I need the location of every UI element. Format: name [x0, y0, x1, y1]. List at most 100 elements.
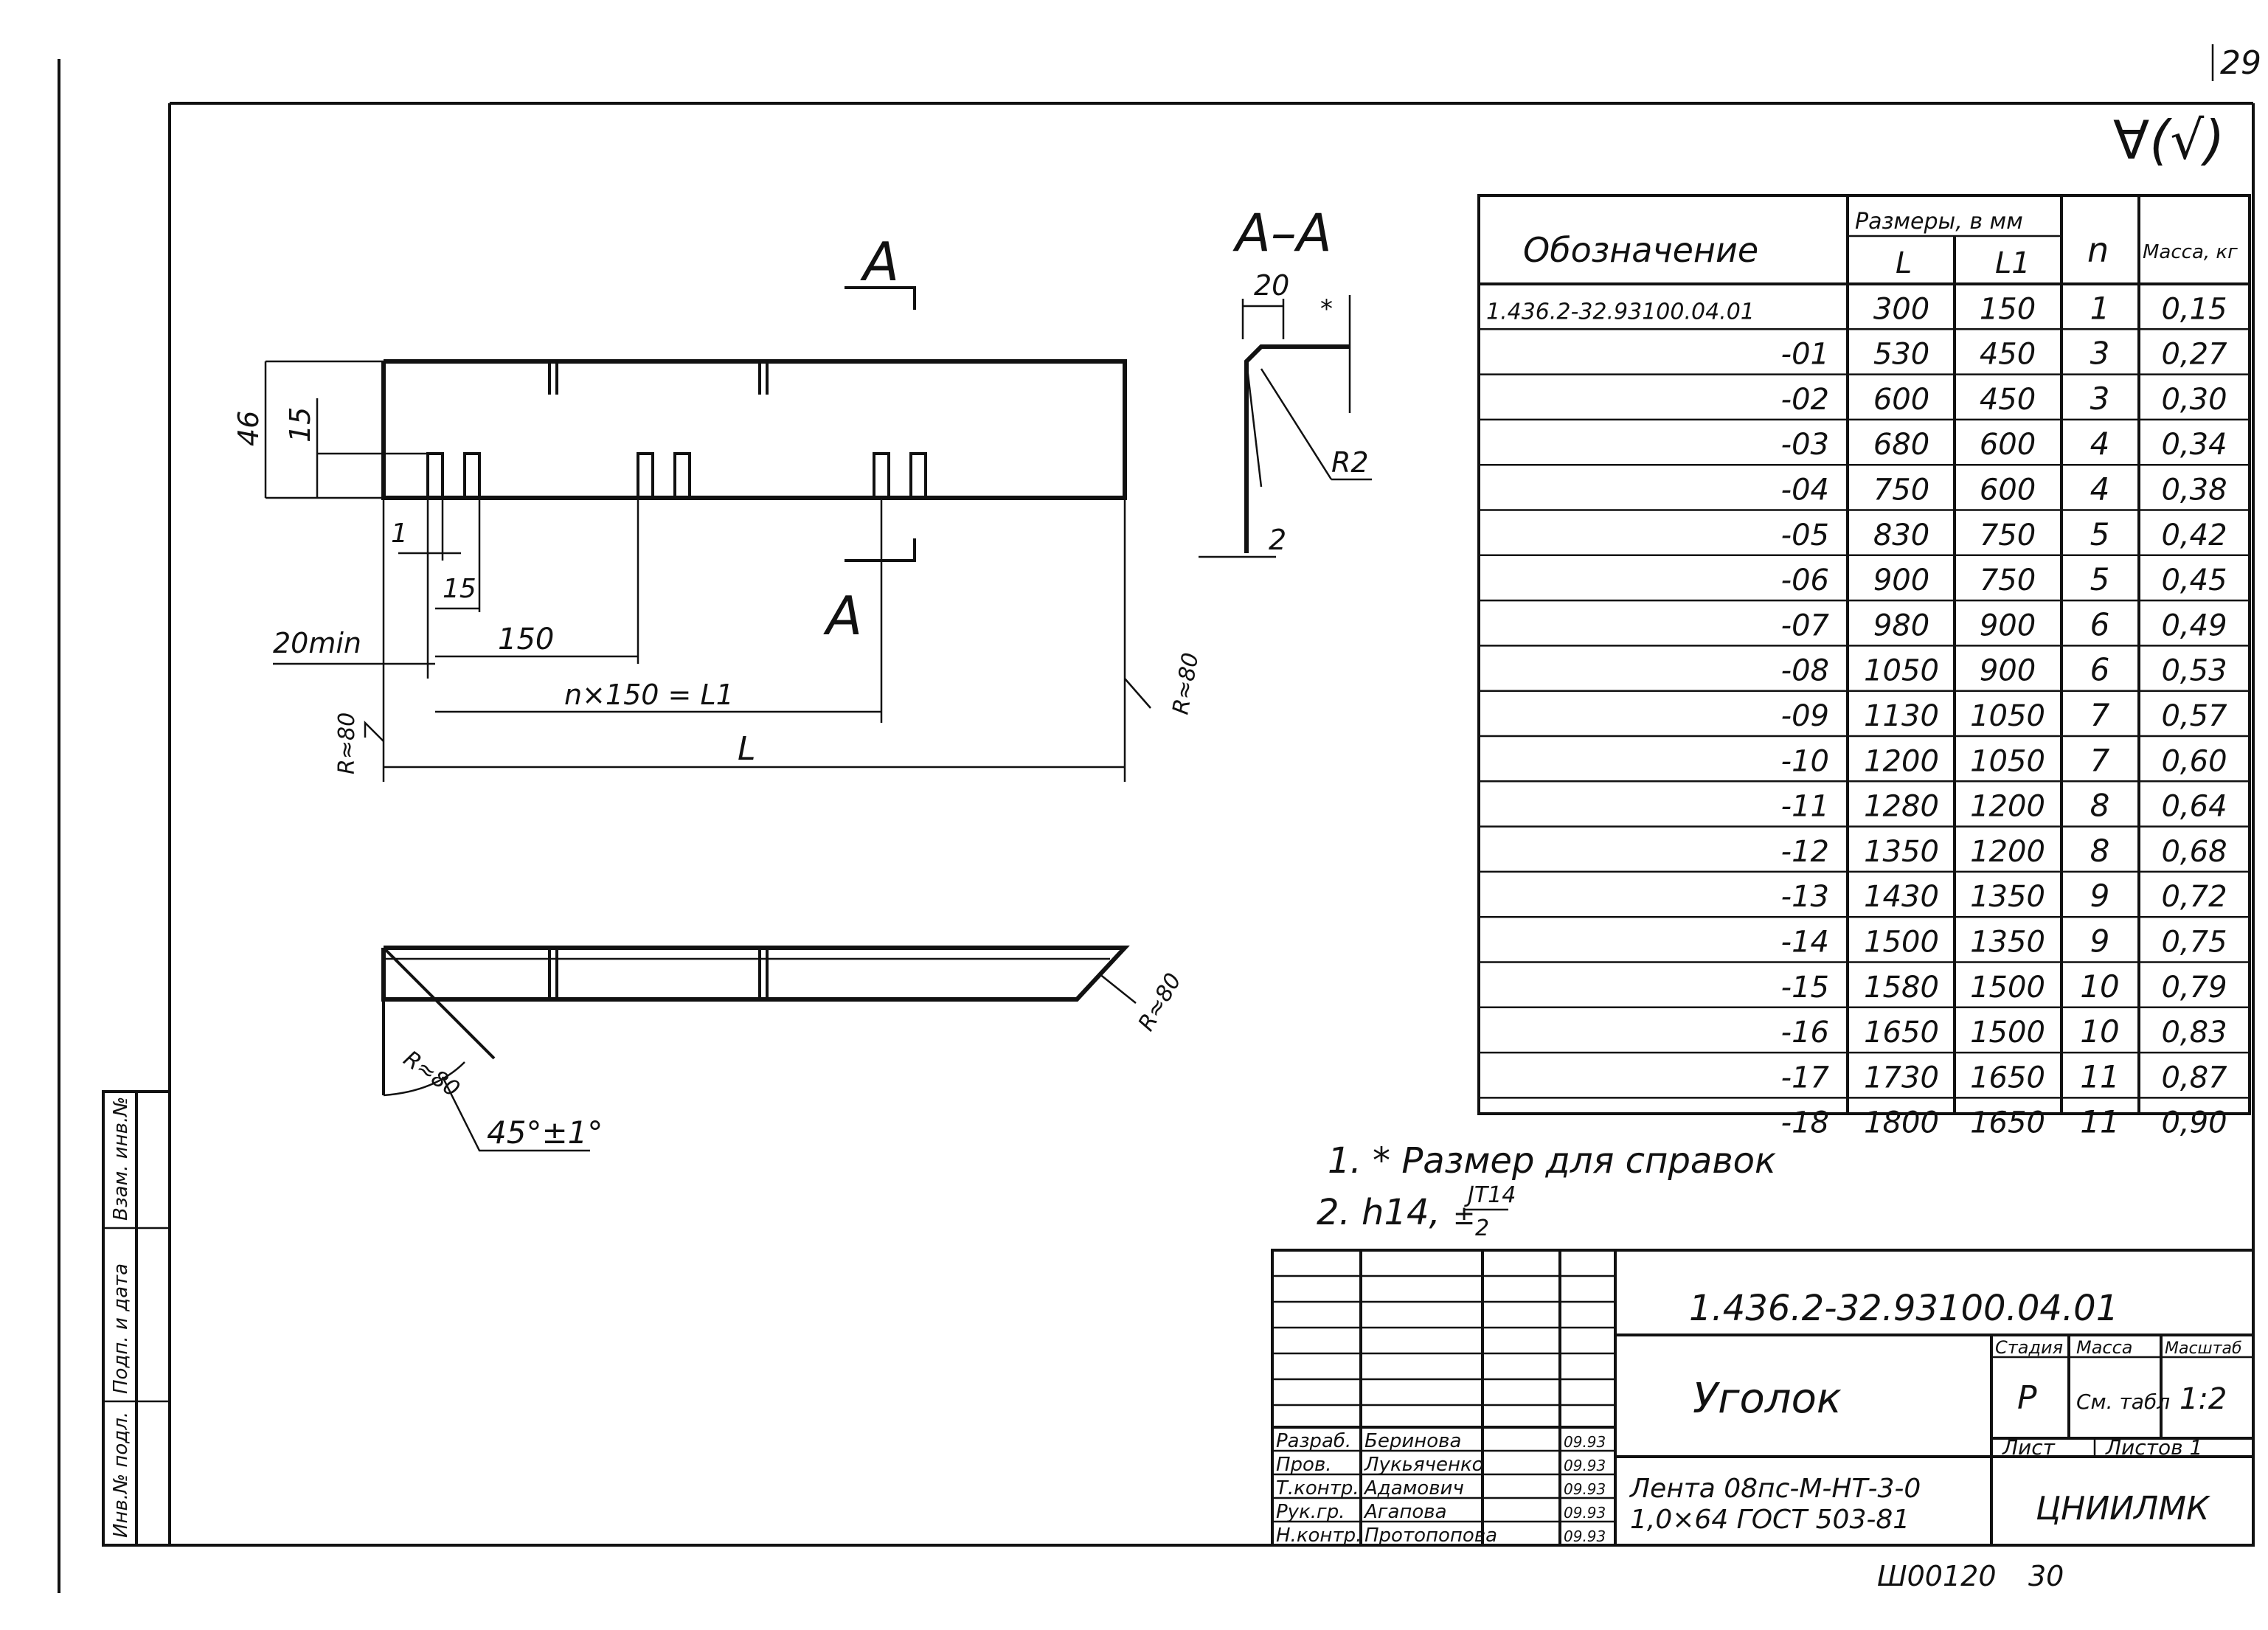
role-label: Т.контр. [1276, 1477, 1359, 1499]
role-date: 09.93 [1564, 1457, 1606, 1474]
cell-n: 5 [2090, 516, 2110, 552]
r80-left: R≈80 [334, 712, 360, 774]
cell-mass: 0,75 [2161, 926, 2227, 960]
cell-designation: -08 [1781, 654, 1829, 688]
cell-designation: -13 [1781, 880, 1829, 914]
sec-dim-2: 2 [1269, 524, 1286, 556]
page-number: 29 [2220, 44, 2261, 82]
cell-n: 3 [2090, 336, 2110, 372]
cell-designation: -14 [1781, 926, 1829, 960]
cell-L: 1050 [1864, 654, 1939, 688]
cell-designation: -07 [1781, 608, 1830, 642]
dim-46: 46 [232, 411, 265, 446]
hdr-designation: Обозначение [1523, 230, 1758, 270]
material-line1: Лента 08пс-М-НТ-3-0 [1629, 1474, 1921, 1504]
cell-designation: -18 [1781, 1106, 1829, 1140]
r80-right: R≈80 [1168, 651, 1204, 716]
cell-L1: 450 [1980, 383, 2036, 417]
role-name: Агапова [1363, 1501, 1447, 1523]
cell-L: 300 [1873, 292, 1929, 326]
cell-designation: -16 [1781, 1016, 1829, 1050]
cell-mass: 0,90 [2161, 1106, 2227, 1140]
cell-designation: -09 [1781, 699, 1829, 733]
cell-L1: 1500 [1970, 1016, 2045, 1050]
cell-designation: -05 [1781, 519, 1829, 552]
role-date: 09.93 [1564, 1480, 1606, 1498]
cell-designation: -15 [1781, 971, 1829, 1005]
cell-designation: 1.436.2-32.93100.04.01 [1486, 299, 1755, 325]
cell-L: 1130 [1864, 699, 1939, 733]
cell-n: 9 [2090, 878, 2110, 914]
cell-n: 4 [2090, 426, 2110, 462]
cell-n: 6 [2090, 606, 2110, 642]
cell-L: 1650 [1864, 1016, 1939, 1050]
cell-L: 1200 [1864, 744, 1939, 778]
stamp-vzam-inv: Взам. инв.№ [110, 1097, 132, 1221]
cell-n: 7 [2090, 697, 2110, 733]
angle-label: 45°±1° [487, 1114, 603, 1151]
cell-n: 7 [2090, 742, 2110, 778]
view-label-mid: A [823, 585, 862, 647]
cell-L1: 150 [1980, 292, 2036, 326]
role-label: Пров. [1276, 1454, 1332, 1476]
hdr-L: L [1896, 246, 1912, 280]
cell-L: 1430 [1864, 880, 1939, 914]
cell-n: 3 [2090, 381, 2110, 417]
role-date: 09.93 [1564, 1504, 1606, 1522]
sheet-label: Лист [2002, 1435, 2056, 1460]
org-name: ЦНИИЛМК [2036, 1490, 2210, 1527]
stage-label: Стадия [1995, 1337, 2063, 1358]
dim-20min: 20min [273, 627, 361, 659]
cell-L: 750 [1873, 474, 1929, 507]
cell-L1: 600 [1980, 428, 2036, 462]
scale-value: 1:2 [2179, 1382, 2227, 1416]
cell-L1: 1200 [1970, 835, 2045, 869]
cell-mass: 0,45 [2161, 563, 2227, 597]
plan-r80-right: R≈80 [1134, 969, 1187, 1036]
cell-mass: 0,34 [2161, 428, 2227, 462]
role-label: Разраб. [1276, 1430, 1351, 1452]
view-label-top: A [860, 231, 899, 293]
role-label: Рук.гр. [1276, 1501, 1345, 1523]
cell-designation: -01 [1781, 338, 1829, 372]
doc-number: 1.436.2-32.93100.04.01 [1689, 1288, 2118, 1329]
cell-L1: 600 [1980, 474, 2036, 507]
notes: 1. * Размер для справок 2. h14, ± JT14 2 [1317, 1140, 1776, 1241]
hdr-mass: Масса, кг [2143, 241, 2238, 263]
cell-designation: -04 [1781, 474, 1829, 507]
title-block: 1.436.2-32.93100.04.01 Уголок Стадия Мас… [1271, 1249, 2255, 1547]
spec-table: Обозначение Размеры, в мм L L1 n Масса, … [1477, 194, 2251, 1140]
cell-L1: 900 [1980, 608, 2036, 642]
role-date: 09.93 [1564, 1433, 1606, 1451]
cell-mass: 0,60 [2161, 744, 2227, 778]
cell-mass: 0,49 [2161, 608, 2227, 642]
cell-mass: 0,83 [2161, 1016, 2227, 1050]
cell-n: 10 [2080, 1013, 2119, 1050]
footer-code: Ш00120 [1877, 1560, 1997, 1592]
dim-15-slot: 15 [443, 574, 476, 604]
cell-L1: 750 [1980, 519, 2036, 552]
hdr-dimensions: Размеры, в мм [1855, 209, 2023, 235]
cell-L1: 1650 [1970, 1106, 2045, 1140]
cell-designation: -10 [1781, 744, 1829, 778]
dim-1: 1 [391, 519, 408, 549]
cell-n: 9 [2090, 923, 2110, 960]
note-2-pm: ± [1453, 1201, 1475, 1231]
note-1: 1. * Размер для справок [1328, 1140, 1776, 1182]
cell-n: 10 [2080, 968, 2119, 1005]
cell-n: 11 [2080, 1058, 2119, 1095]
plan-view: R≈80 R≈80 45°±1° [381, 946, 1187, 1152]
cell-mass: 0,15 [2161, 292, 2227, 326]
cell-L1: 1350 [1970, 880, 2045, 914]
cell-L: 1500 [1864, 926, 1939, 960]
cell-L: 530 [1873, 338, 1929, 372]
cell-designation: -17 [1781, 1061, 1830, 1095]
cell-n: 8 [2090, 788, 2110, 824]
cell-mass: 0,27 [2161, 338, 2227, 372]
dim-150: 150 [498, 622, 554, 656]
stamp-inv-podl: Инв.№ подл. [110, 1412, 132, 1538]
hdr-n: n [2087, 230, 2109, 270]
